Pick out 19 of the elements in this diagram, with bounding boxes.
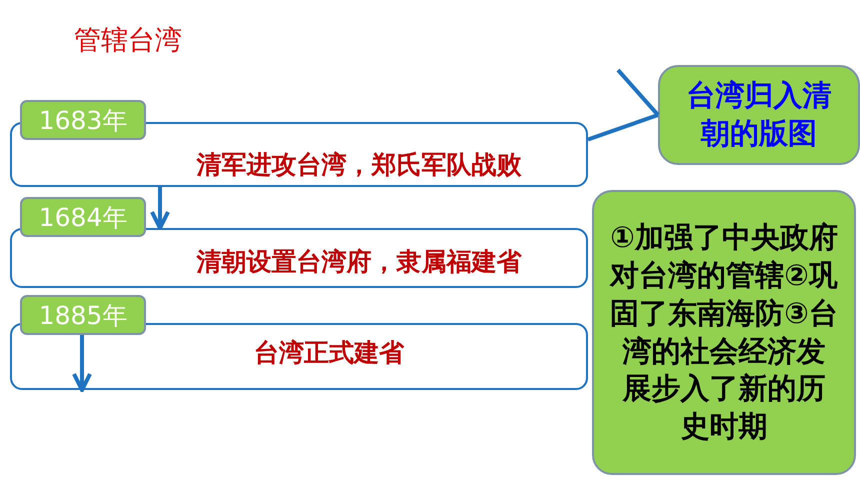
year-tag [20,197,146,237]
event-text: 台湾正式建省 [254,337,404,369]
connector-line [587,113,659,142]
event-text: 清朝设置台湾府，隶属福建省 [196,246,522,278]
result-box [658,65,860,165]
event-box [10,228,588,288]
box-text: ①加强了中央政府对台湾的管辖②巩固了东南海防③台湾的社会经济发展步入了新的历史时期 [610,219,838,445]
year-label: 1885年 [38,300,128,332]
diagram-title: 管辖台湾 [74,24,182,58]
year-tag [20,100,146,140]
year-tag [20,295,146,335]
connector-line [616,68,660,116]
significance-box [592,190,856,475]
year-label: 1683年 [38,104,128,136]
year-label: 1684年 [38,202,128,234]
box-text: 台湾归入清朝的版图 [686,77,832,152]
arrow [72,335,92,392]
event-text: 清军进攻台湾，郑氏军队战败 [196,149,522,181]
arrow [150,187,170,230]
